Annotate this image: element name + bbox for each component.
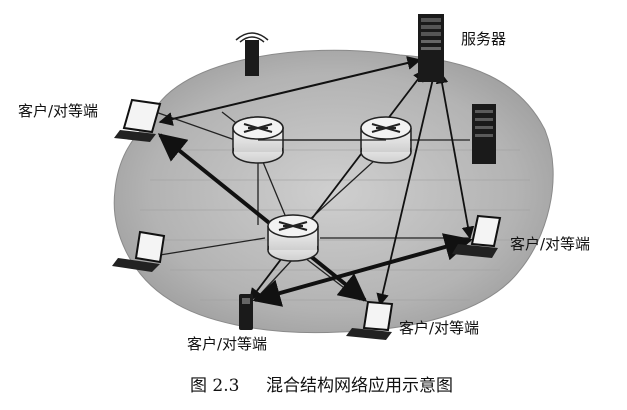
router-bottom xyxy=(267,214,319,262)
flow-arrows xyxy=(157,56,475,307)
server-rack-icon xyxy=(472,104,496,164)
router-arrows-icon xyxy=(278,221,308,231)
laptop-right-icon xyxy=(452,214,502,258)
client-label-left-top: 客户/对等端 xyxy=(18,102,98,120)
router-arrows-icon xyxy=(371,123,401,133)
figure-number: 图 2.3 xyxy=(190,376,239,396)
wireless-device-icon xyxy=(235,32,269,76)
phone-icon xyxy=(239,294,253,330)
server-tower-icon xyxy=(418,14,444,82)
laptop-left-top-icon xyxy=(114,98,162,142)
laptop-bottom-center-icon xyxy=(346,300,394,340)
laptop-left-bottom-icon xyxy=(112,230,166,272)
server-label: 服务器 xyxy=(461,30,506,48)
router-top-left xyxy=(232,116,284,164)
client-label-bottom-left: 客户/对等端 xyxy=(187,335,267,353)
figure-title: 混合结构网络应用示意图 xyxy=(266,376,453,396)
router-arrows-icon xyxy=(243,123,273,133)
client-label-right: 客户/对等端 xyxy=(510,235,590,253)
client-label-bottom-center: 客户/对等端 xyxy=(399,319,479,337)
